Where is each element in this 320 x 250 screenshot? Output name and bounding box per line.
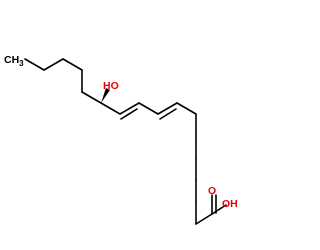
methyl-label: CH3: [4, 54, 24, 68]
bond-c14-c13: [81, 91, 102, 104]
hydroxyl-label: HO: [103, 80, 119, 92]
bond-c18-c17: [24, 58, 45, 71]
structural-formula: CH3 HO O OH: [4, 54, 238, 225]
bond-c9-c8: [176, 102, 197, 115]
bond-c11-c10: [138, 102, 159, 115]
double-bond-trans-inner: [120, 108, 138, 120]
bond-c10-c9: [157, 102, 178, 115]
carboxyl-oxygen-label: O: [208, 185, 216, 197]
carbon-chain: [24, 58, 227, 225]
bond-c2-c1: [195, 213, 213, 225]
bond-c13-c12: [100, 102, 121, 115]
carboxyl-hydroxyl-label: OH: [222, 198, 238, 210]
double-bond-cis-inner: [159, 108, 177, 120]
bond-c17-c16: [43, 58, 64, 71]
hydroxyl-wedge-bond: [101, 88, 110, 103]
bond-c1-oh: [211, 204, 227, 215]
bond-c12-c11: [119, 102, 140, 115]
bond-c16-c15: [62, 58, 83, 71]
